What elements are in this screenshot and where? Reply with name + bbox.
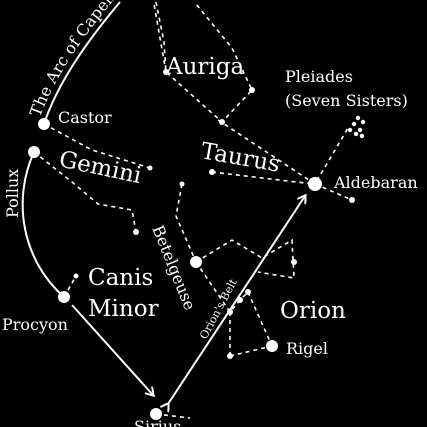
orion-star bbox=[291, 259, 297, 265]
castor-star bbox=[38, 118, 50, 130]
pleiades-cluster bbox=[347, 115, 366, 139]
betelgeuse-star bbox=[190, 256, 202, 268]
belt-star-2 bbox=[237, 297, 243, 303]
belt-star-1 bbox=[227, 309, 233, 315]
pollux-star bbox=[28, 146, 40, 158]
orion-lines bbox=[175, 183, 295, 357]
castor-label: Castor bbox=[58, 108, 112, 127]
aldebaran-star bbox=[308, 177, 322, 191]
auriga-star bbox=[249, 87, 255, 93]
canis-minor-star bbox=[73, 273, 79, 279]
sirius-aldebaran-arrow bbox=[168, 196, 305, 404]
sirius-label: Sirius bbox=[134, 417, 181, 427]
belt-star-3 bbox=[245, 289, 251, 295]
taurus-star bbox=[349, 197, 355, 203]
canis-minor-label-line2: Minor bbox=[88, 296, 159, 322]
procyon-star bbox=[58, 291, 70, 303]
auriga-star bbox=[219, 119, 225, 125]
canis-major-line bbox=[155, 413, 191, 419]
aldebaran-label: Aldebaran bbox=[333, 173, 418, 192]
auriga-label: Auriga bbox=[165, 54, 244, 80]
gemini-label: Gemini bbox=[57, 146, 144, 189]
procyon-label: Procyon bbox=[2, 315, 68, 334]
rigel-star bbox=[266, 340, 278, 352]
taurus-star bbox=[209, 169, 215, 175]
sirius-star bbox=[150, 408, 162, 420]
arc-of-capella-line bbox=[43, 1, 121, 125]
taurus-lines bbox=[211, 119, 353, 201]
pollux-label: Pollux bbox=[3, 169, 22, 218]
rigel-label: Rigel bbox=[286, 339, 328, 358]
pollux-procyon-line bbox=[21, 151, 65, 298]
procyon-sirius-arrow bbox=[71, 304, 153, 395]
gemini-star bbox=[147, 165, 153, 171]
orion-label: Orion bbox=[280, 298, 346, 324]
orion-star bbox=[227, 353, 233, 359]
orion-star bbox=[179, 181, 185, 187]
auriga-star bbox=[163, 69, 169, 75]
pleiades-label-line2: (Seven Sisters) bbox=[285, 91, 408, 110]
canis-minor-label-line1: Canis bbox=[88, 265, 153, 291]
gemini-star bbox=[133, 229, 139, 235]
pleiades-label-line1: Pleiades bbox=[285, 67, 353, 86]
gemini-lines bbox=[33, 123, 151, 233]
arc-of-capella-label: The Arc of Capella bbox=[0, 0, 119, 119]
